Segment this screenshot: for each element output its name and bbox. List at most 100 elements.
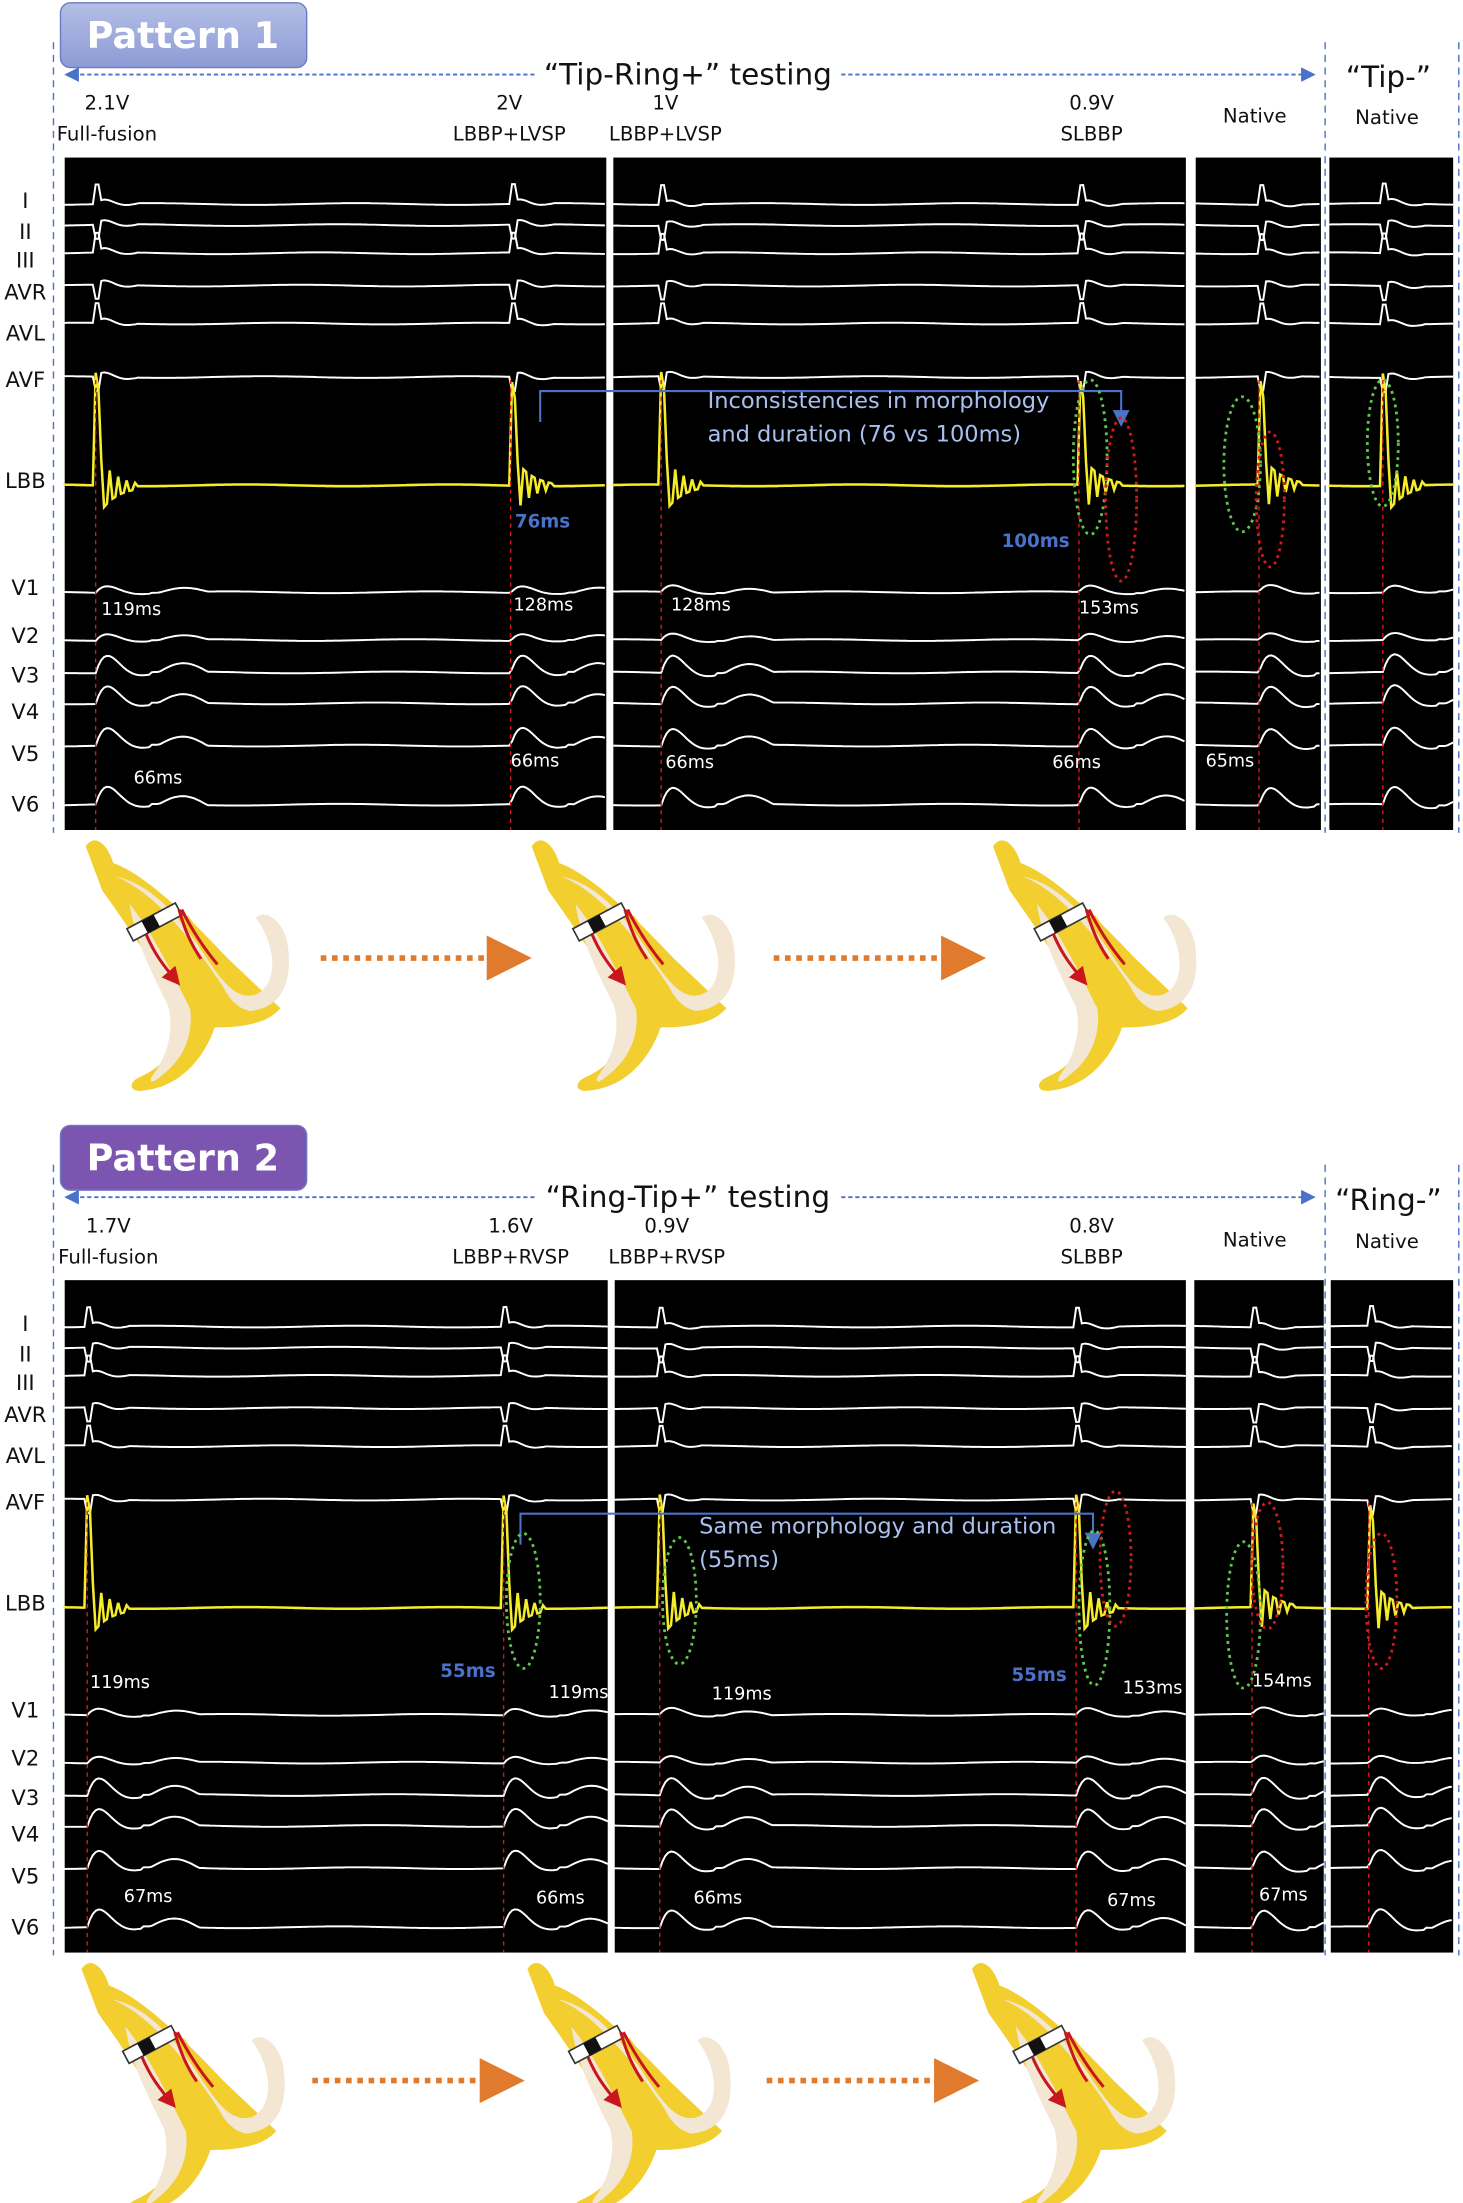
annotation-line-2: (55ms) [699, 1547, 779, 1573]
trace-v2 [1328, 632, 1454, 642]
trace-v5 [613, 727, 1185, 750]
red-highlight-ellipse [1364, 1531, 1399, 1670]
testing-label: “Ring-Tip+” testing [546, 1180, 830, 1214]
trace-v2 [63, 633, 605, 643]
trace-avf [612, 370, 1185, 392]
pattern-2-section: Pattern 2“Ring-Tip+” testing“Ring-”1.7VF… [4, 1124, 1460, 2203]
lead-label-avr: AVR [4, 280, 47, 305]
qrs-measurement: 66ms [134, 769, 183, 789]
trace-i [1194, 184, 1320, 208]
capture-label: SLBBP [1060, 1245, 1122, 1268]
lead-label-v2: V2 [11, 623, 39, 648]
qrs-measurement: 128ms [513, 596, 573, 616]
capture-label: Native [1355, 1230, 1419, 1253]
trace-avf [1330, 1495, 1452, 1516]
ecg-panel [614, 1280, 1186, 1953]
trace-lbb [1328, 373, 1454, 511]
trace-v2 [612, 632, 1185, 644]
trace-v2 [1329, 1754, 1452, 1765]
qrs-measurement: 66ms [665, 753, 714, 773]
qrs-measurement: 67ms [1107, 1891, 1156, 1911]
lead-label-avr: AVR [4, 1402, 47, 1427]
trace-avf [1329, 372, 1454, 393]
trace-iii [64, 231, 605, 256]
trace-v4 [63, 1807, 609, 1830]
voltage-label: 0.8V [1069, 1214, 1114, 1237]
lead-label-v5: V5 [11, 1864, 39, 1889]
trace-v5 [63, 1849, 609, 1872]
voltage-label: 2V [496, 92, 523, 115]
trace-v3 [612, 654, 1185, 678]
qrs-measurement: 119ms [101, 600, 161, 620]
trace-avl [1194, 302, 1320, 326]
trace-v6 [613, 1909, 1187, 1931]
qrs-measurement: 66ms [511, 752, 560, 772]
trace-i [63, 1305, 608, 1329]
trace-avl [1193, 1425, 1324, 1448]
heart-lead-diagram-icon [993, 840, 1196, 1091]
trace-avr [613, 1402, 1186, 1424]
lead-label-v6: V6 [11, 792, 39, 817]
green-highlight-ellipse [1077, 1529, 1112, 1687]
trace-v5 [1329, 1849, 1452, 1872]
red-highlight-ellipse [1098, 1489, 1133, 1628]
trace-v3 [63, 1777, 609, 1800]
trace-v4 [1193, 1808, 1325, 1831]
trace-i [63, 183, 605, 206]
comparison-bracket [519, 1512, 1102, 1550]
trace-lbb [63, 1495, 608, 1633]
trace-v6 [1328, 785, 1454, 810]
trace-lbb [613, 1494, 1186, 1632]
trace-v1 [63, 1707, 608, 1718]
lbb-interval-label: 100ms [1002, 531, 1070, 552]
trace-v6 [63, 785, 606, 808]
trace-v4 [1194, 685, 1320, 709]
trace-avl [612, 302, 1185, 326]
lead-label-v4: V4 [11, 1821, 39, 1846]
lead-label-v3: V3 [11, 662, 39, 687]
voltage-label: 2.1V [85, 92, 130, 115]
trace-v4 [612, 685, 1185, 708]
trace-v1 [1328, 584, 1454, 595]
capture-label: LBBP+LVSP [453, 123, 566, 146]
trace-avr [63, 1401, 608, 1423]
trace-v6 [63, 1908, 609, 1931]
qrs-measurement: 119ms [90, 1673, 150, 1693]
trace-i [612, 183, 1185, 207]
trace-avr [1328, 280, 1454, 302]
qrs-measurement: 128ms [671, 596, 731, 616]
lead-label-i: I [22, 188, 28, 213]
qrs-measurement: 67ms [1259, 1886, 1308, 1906]
trace-i [1329, 1305, 1452, 1329]
heart-lead-diagram-icon [972, 1963, 1175, 2203]
ecg-panel [64, 157, 607, 831]
trace-v5 [1328, 726, 1454, 750]
trace-v1 [612, 584, 1185, 596]
trace-v6 [1329, 1908, 1452, 1932]
lbb-interval-label: 55ms [1011, 1665, 1066, 1686]
unipolar-label: “Tip-” [1346, 60, 1431, 94]
trace-i [1328, 182, 1454, 207]
trace-v3 [1193, 1776, 1325, 1800]
testing-label: “Tip-Ring+” testing [544, 57, 832, 91]
trace-avf [613, 1493, 1186, 1514]
trace-i [1193, 1306, 1324, 1330]
trace-lbb [1193, 1503, 1324, 1627]
trace-ii [1193, 1343, 1324, 1364]
trace-v5 [613, 1850, 1187, 1873]
heart-lead-diagram-icon [532, 840, 735, 1091]
unipolar-label: “Ring-” [1335, 1183, 1442, 1217]
lead-label-avf: AVF [5, 367, 45, 392]
heart-lead-diagram-icon [527, 1963, 730, 2203]
annotation-line-1: Same morphology and duration [699, 1513, 1056, 1539]
trace-v1 [63, 585, 605, 596]
lead-label-lbb: LBB [5, 1591, 46, 1616]
trace-v3 [1328, 653, 1454, 676]
trace-ii [612, 220, 1185, 241]
lead-label-v6: V6 [11, 1914, 39, 1939]
lead-label-ii: II [19, 1342, 31, 1367]
qrs-measurement: 66ms [1052, 753, 1101, 773]
trace-v2 [613, 1755, 1187, 1766]
capture-label: Native [1223, 1228, 1287, 1251]
trace-v3 [613, 1777, 1187, 1800]
